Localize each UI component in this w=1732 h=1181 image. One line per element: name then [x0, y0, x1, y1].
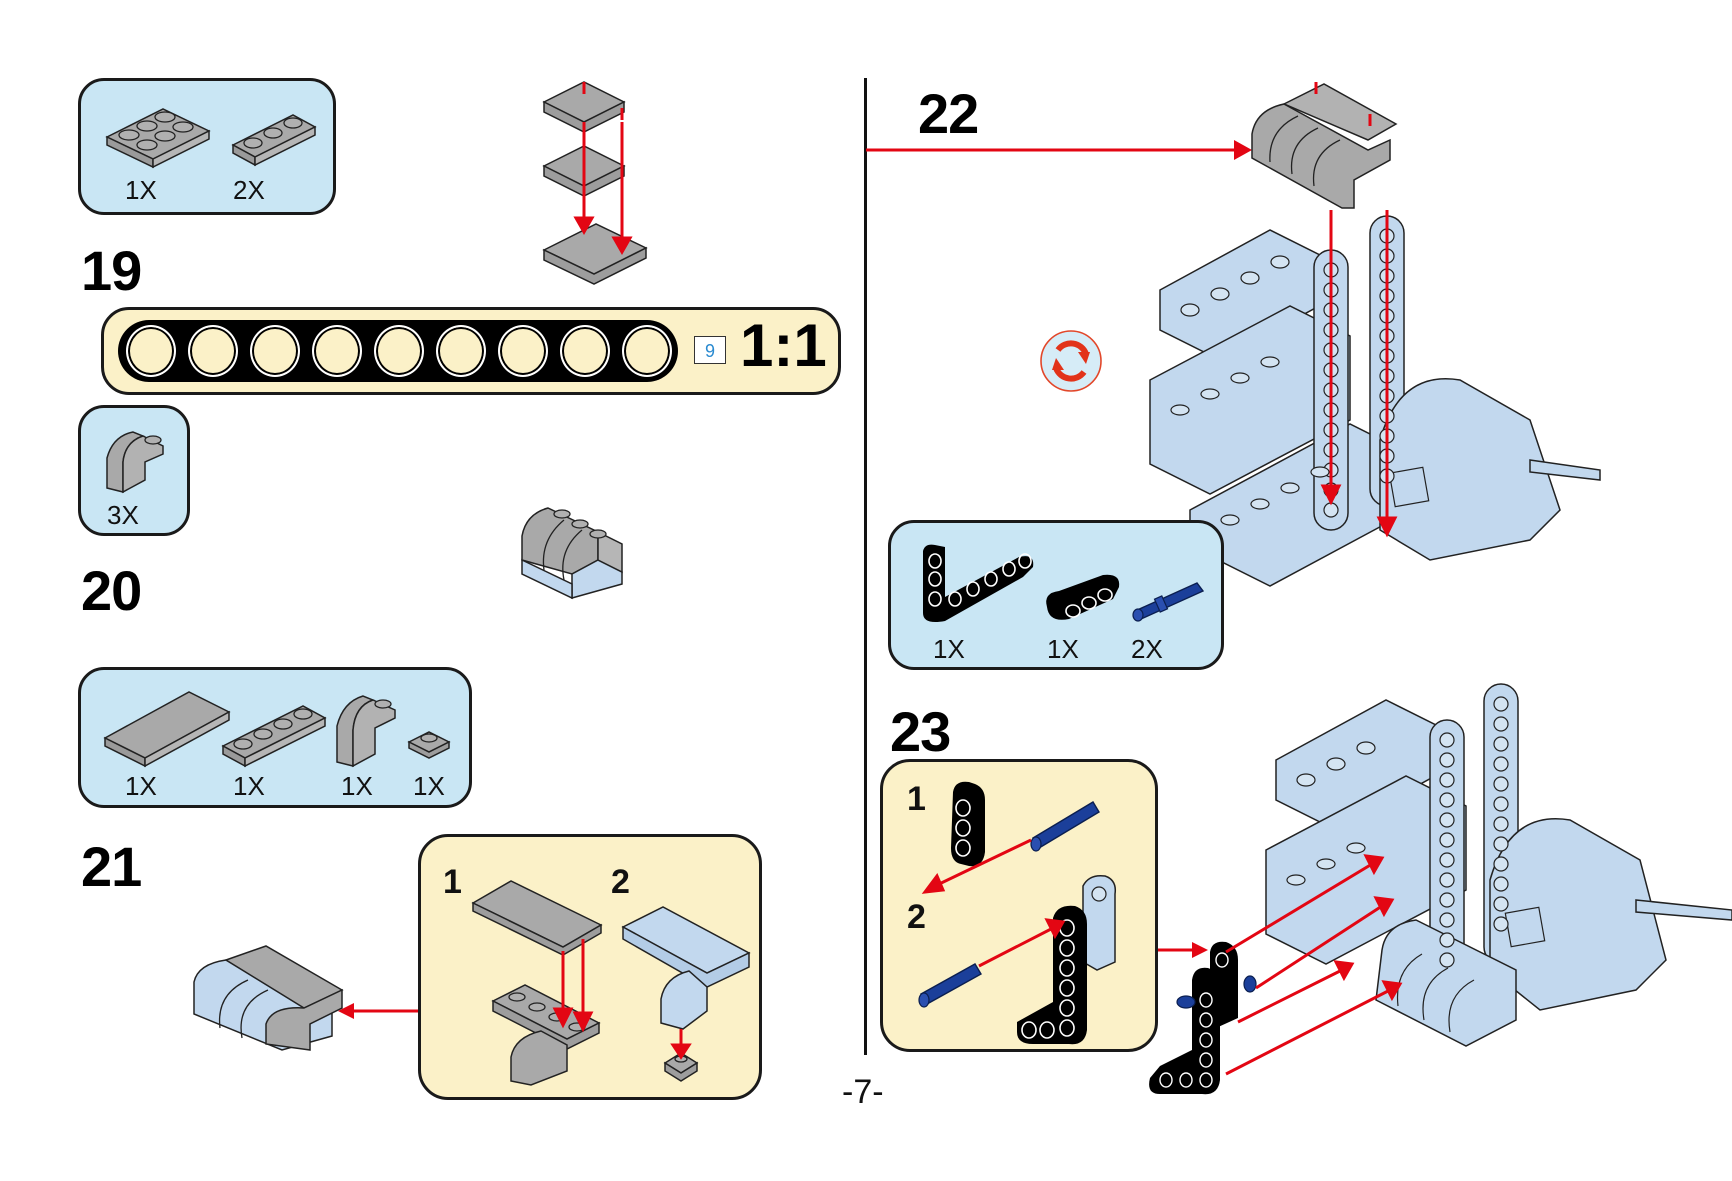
substep-box-step-23: 1 2: [880, 759, 1158, 1052]
plate-stack-assembly-illustration: [542, 81, 648, 285]
plate-1x3-icon: [231, 114, 317, 167]
part-qty: 1X: [1047, 634, 1079, 664]
step-number: 21: [81, 835, 142, 898]
curved-slope-assembly-illustration: [193, 945, 344, 1051]
parts-list-step-19: 3X: [78, 405, 190, 536]
plate-1x4-icon: [221, 705, 327, 768]
part-qty: 1X: [125, 175, 157, 205]
beam-hole: [436, 325, 486, 377]
step-number: 22: [918, 82, 979, 145]
curved-slope-icon: [106, 431, 164, 494]
curved-slope-assembly-illustration: [521, 507, 623, 600]
beam-hole: [188, 325, 238, 377]
part-qty: 3X: [107, 500, 139, 530]
model-step-22-illustration: [1149, 210, 1601, 587]
page-number: -7-: [842, 1073, 884, 1111]
substep-1-illustration: [471, 880, 603, 1086]
part-qty: 1X: [341, 771, 373, 801]
plate-1x1-icon: [407, 731, 451, 759]
parts-list-top-left: 1X 2X: [78, 78, 336, 215]
part-qty: 1X: [233, 771, 265, 801]
step-number: 19: [81, 239, 142, 302]
step-number: 20: [81, 559, 142, 622]
beam-hole: [622, 325, 672, 377]
beam-9-illustration: [118, 320, 678, 382]
assembly-arrow: [1158, 942, 1208, 958]
parts-list-step-22: 1X 1X 2X: [888, 520, 1224, 670]
part-qty: 2X: [1131, 634, 1163, 664]
rotate-model-icon: [1040, 330, 1102, 392]
beam-length-ruler: 9 1:1: [101, 307, 841, 395]
curved-slope-block-illustration: [1251, 82, 1398, 209]
beam-hole: [250, 325, 300, 377]
scale-label: 1:1: [740, 312, 827, 379]
page-divider: [864, 78, 867, 1055]
beam-hole: [560, 325, 610, 377]
substep-box-step-21: 1 2: [418, 834, 762, 1100]
substep-1-illustration: [921, 781, 1100, 894]
pin-icon: [1132, 582, 1205, 622]
substep-2-illustration: [918, 874, 1117, 1045]
assembly-arrow: [338, 1003, 420, 1019]
beam-hole: [498, 325, 548, 377]
assembly-arrow: [866, 140, 1252, 160]
beam-hole: [374, 325, 424, 377]
part-qty: 2X: [233, 175, 265, 205]
plate-2x3-icon: [105, 108, 211, 169]
part-qty: 1X: [413, 771, 445, 801]
substep-2-illustration: [621, 906, 751, 1082]
substep-number: 2: [907, 898, 926, 936]
parts-list-step-20: 1X 1X 1X 1X: [78, 667, 472, 808]
tile-2x4-icon: [103, 691, 231, 768]
part-qty: 1X: [125, 771, 157, 801]
substep-number: 1: [443, 863, 462, 901]
substep-number: 1: [907, 780, 926, 818]
beam-hole: [312, 325, 362, 377]
part-qty: 1X: [933, 634, 965, 664]
beam-length-badge: 9: [694, 336, 726, 364]
curved-slope-icon: [336, 695, 396, 768]
model-step-23-illustration: [1149, 683, 1732, 1095]
step-number: 23: [890, 700, 951, 763]
beam-3-icon: [1046, 574, 1120, 620]
beam-hole: [126, 325, 176, 377]
l-beam-icon: [923, 544, 1034, 622]
substep-number: 2: [611, 863, 630, 901]
